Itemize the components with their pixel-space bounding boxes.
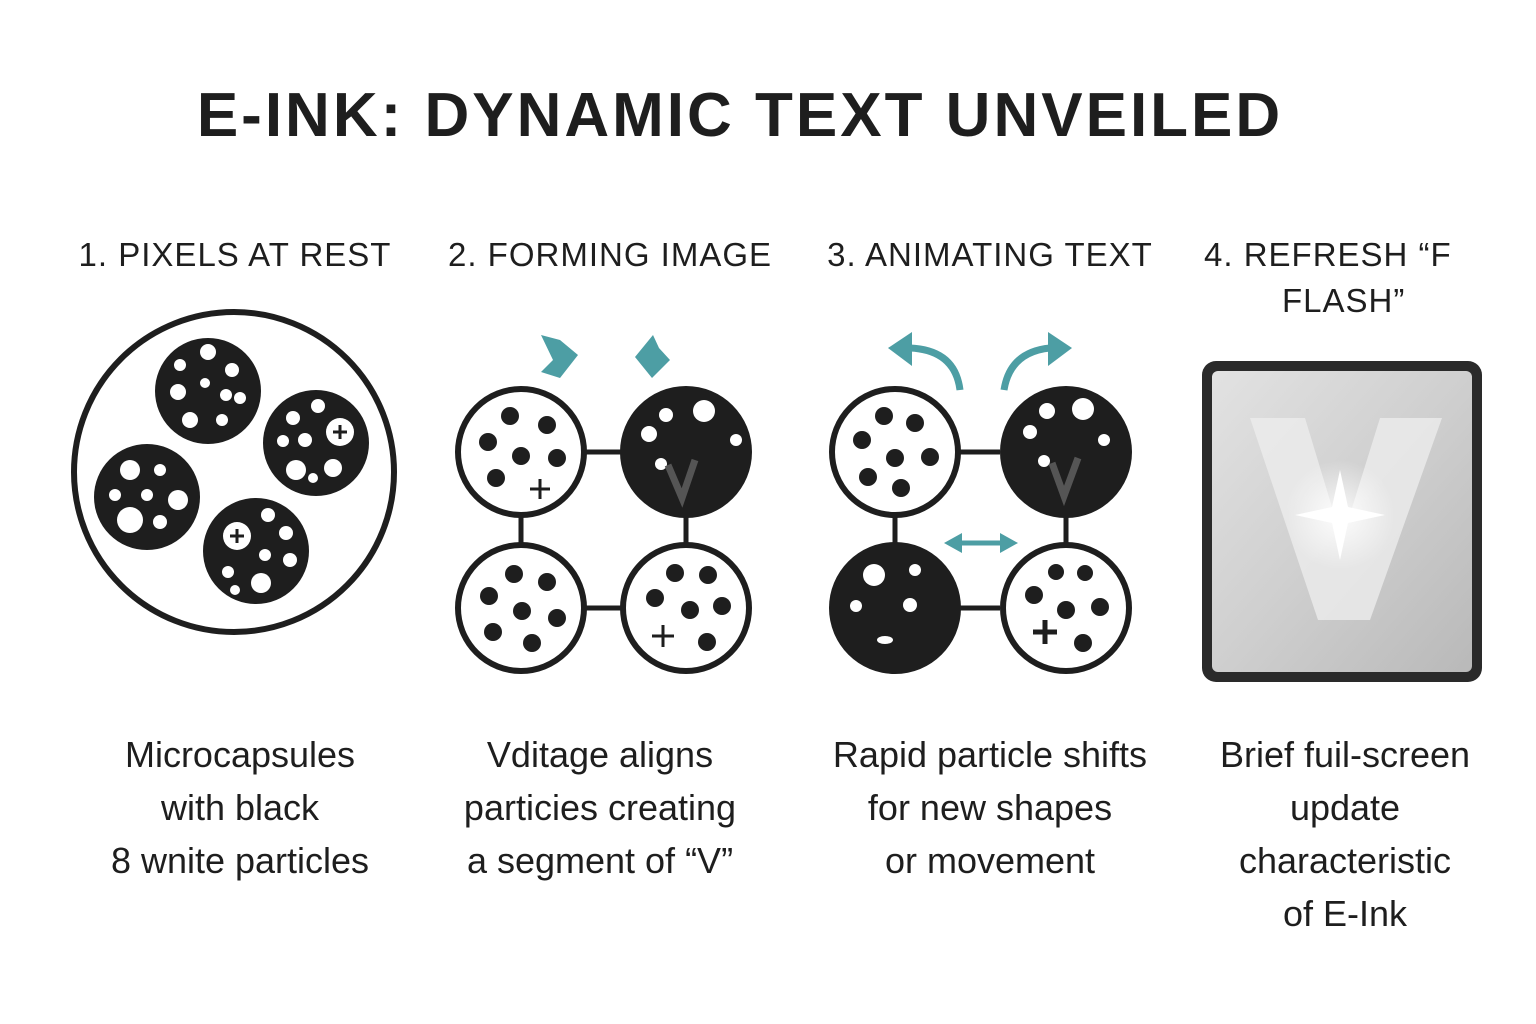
page-title: E-INK: DYNAMIC TEXT UNVEILED [196,81,1284,150]
curved-arrow-right-icon [1000,332,1072,391]
step-3-heading: 3. ANIMATING TEXT [827,236,1153,273]
black-cell [829,542,961,674]
connector-lines [518,449,689,611]
caption-line: Rapid particle shifts [832,734,1148,775]
white-cell [455,386,587,518]
caption-line: 8 wnite particles [110,840,370,881]
caption-line: Brief fuil-screen [1219,734,1471,775]
step-4-caption: Brief fuil-screen update characteristic … [1195,728,1495,940]
curved-arrow-left-icon [888,332,964,391]
caption-line: Vditage aligns [486,734,714,775]
caption-line: characteristic [1238,840,1452,881]
arrow-down-icon [541,335,578,378]
caption-line: a segment of “V” [466,840,734,881]
arrow-down-icon [635,335,670,378]
caption-line: for new shapes [867,787,1113,828]
v-letter [1250,418,1442,620]
black-cell [1000,386,1132,518]
white-cell [620,542,752,674]
step-2-caption: Vditage aligns particies creating a segm… [420,728,780,887]
black-cell [620,386,752,518]
step-1-caption: Microcapsules with black 8 wnite particl… [60,728,420,887]
double-arrow-icon [944,533,1018,553]
v-segment [664,458,699,508]
microcapsules-icon [71,309,397,635]
white-cell [829,386,961,518]
caption-line: of E-Ink [1282,893,1408,934]
step-4-heading-line1: 4. REFRESH “F [1204,236,1452,273]
white-cell [1000,542,1132,674]
caption-line: with black [160,787,320,828]
caption-line: or movement [884,840,1096,881]
white-cell [455,542,587,674]
flash-screen-icon [1202,361,1482,682]
step-4-heading: 4. REFRESH “F FLASH” [1190,232,1474,324]
caption-line: update [1289,787,1401,828]
v-segment [1048,456,1082,507]
step-2-heading: 2. FORMING IMAGE [447,236,773,273]
sparkle-icon [1295,470,1385,560]
caption-line: particies creating [463,787,737,828]
connector-lines [892,449,1069,611]
animating-grid-icon [829,332,1132,674]
step-4-heading-line2: FLASH” [1282,282,1406,319]
step-3-caption: Rapid particle shifts for new shapes or … [800,728,1180,887]
caption-line: Microcapsules [124,734,356,775]
forming-grid-icon [455,335,752,674]
step-1-heading: 1. PIXELS AT REST [78,236,392,273]
